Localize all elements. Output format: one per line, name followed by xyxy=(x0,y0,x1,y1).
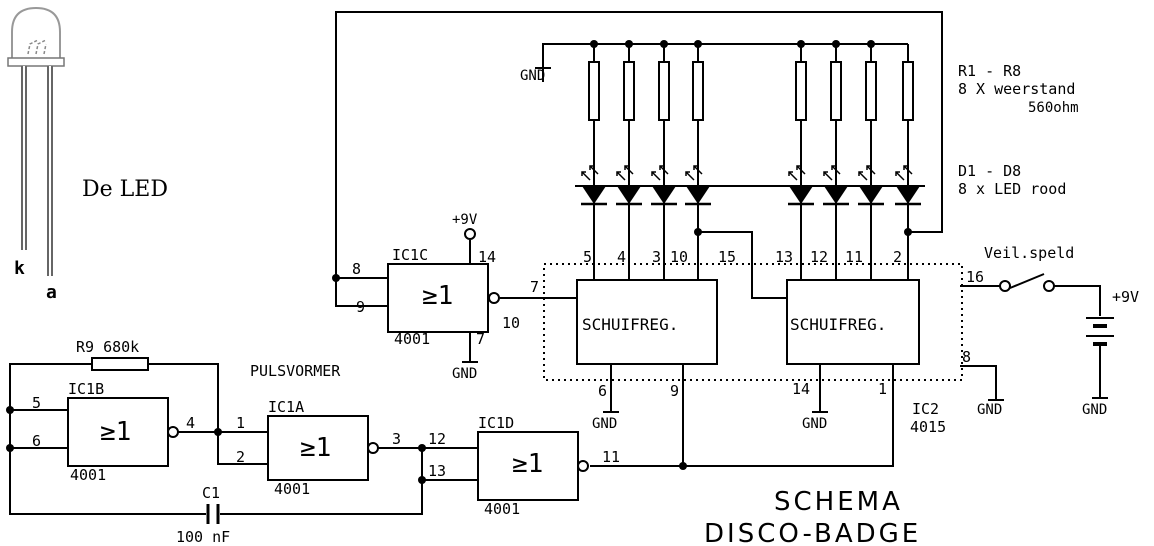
shift-register-2-label: SCHUIFREG. xyxy=(790,315,886,334)
pin-9: 9 xyxy=(670,382,679,400)
ic1c-symbol: ≥1 xyxy=(422,281,453,311)
gnd-label-ic1c: GND xyxy=(452,366,477,382)
resistors-line1: R1 - R8 xyxy=(958,62,1021,80)
gnd-symbol-resistors xyxy=(535,67,551,82)
pin-7: 7 xyxy=(530,278,539,296)
led-a-label: a xyxy=(46,282,57,303)
led-caption: De LED xyxy=(82,177,168,202)
led-bank xyxy=(575,164,925,214)
ic1b-pin-in2: 6 xyxy=(32,432,41,450)
leds-line1: D1 - D8 xyxy=(958,162,1021,180)
led-illustration xyxy=(7,6,65,276)
junction-dots xyxy=(6,40,912,484)
pin-3: 3 xyxy=(652,248,661,266)
pin-10: 10 xyxy=(670,248,688,266)
ic2-name: IC2 xyxy=(912,400,939,418)
gnd-label-pin8: GND xyxy=(977,402,1002,418)
ic1d-symbol: ≥1 xyxy=(512,449,543,479)
ic2-outline xyxy=(543,263,963,381)
ic2-type: 4015 xyxy=(910,418,946,436)
ic1a-type: 4001 xyxy=(274,480,310,498)
ic1d-pin-in2: 13 xyxy=(428,462,446,480)
pin-15: 15 xyxy=(718,248,736,266)
pin-1: 1 xyxy=(878,380,887,398)
ic1d-type: 4001 xyxy=(484,500,520,518)
ic1b-pin-out: 4 xyxy=(186,414,195,432)
shift-register-1 xyxy=(576,279,718,365)
gate-ic1c xyxy=(387,263,489,333)
battery-voltage: +9V xyxy=(1112,288,1139,306)
ic1a-pin-in2: 2 xyxy=(236,448,245,466)
ic1b-type: 4001 xyxy=(70,466,106,484)
gate-ic1d xyxy=(477,431,579,501)
title-line1: SCHEMA xyxy=(774,487,903,517)
ic1c-pin-in2: 9 xyxy=(356,298,365,316)
pin-13: 13 xyxy=(775,248,793,266)
ic1a-name: IC1A xyxy=(268,398,304,416)
resistor-bank xyxy=(588,61,914,121)
pulsvormer-label: PULSVORMER xyxy=(250,362,341,380)
ic1d-pin-in1: 12 xyxy=(428,430,446,448)
led-k-label: k xyxy=(14,258,25,279)
ic1d-pin-out: 11 xyxy=(602,448,620,466)
r9-label: R9 680k xyxy=(76,338,139,356)
shift-register-1-label: SCHUIFREG. xyxy=(582,315,678,334)
ic1b-symbol: ≥1 xyxy=(100,417,131,447)
gnd-label-sr1: GND xyxy=(592,416,617,432)
ic1c-pin-vcc: 14 xyxy=(478,248,496,266)
safety-pin-switch xyxy=(999,280,1055,292)
resistors-line2: 8 X weerstand xyxy=(958,80,1075,98)
pin-14: 14 xyxy=(792,380,810,398)
resistor-r9 xyxy=(91,357,149,371)
c1-value: 100 nF xyxy=(176,528,230,546)
pin-12: 12 xyxy=(810,248,828,266)
vcc-terminal xyxy=(464,228,476,240)
ic1c-type: 4001 xyxy=(394,330,430,348)
gnd-label-resistors: GND xyxy=(520,68,545,84)
vcc-gate-label: +9V xyxy=(452,212,478,228)
pin-2: 2 xyxy=(893,248,902,266)
ic1d-name: IC1D xyxy=(478,414,514,432)
c1-name: C1 xyxy=(202,484,220,502)
ic1a-symbol: ≥1 xyxy=(300,433,331,463)
pin-8: 8 xyxy=(962,348,971,366)
pin-11: 11 xyxy=(845,248,863,266)
capacitor-c1 xyxy=(206,504,220,524)
switch-label: Veil.speld xyxy=(984,244,1074,262)
pin-5: 5 xyxy=(583,248,592,266)
title-line2: DISCO-BADGE xyxy=(704,519,921,546)
shift-register-2 xyxy=(786,279,920,365)
ic1b-name: IC1B xyxy=(68,380,104,398)
leds-line2: 8 x LED rood xyxy=(958,180,1066,198)
gate-ic1b xyxy=(67,397,169,467)
battery-symbol xyxy=(1086,317,1114,350)
ic1c-pin-out: 10 xyxy=(502,314,520,332)
ic1a-pin-out: 3 xyxy=(392,430,401,448)
gnd-label-sr2: GND xyxy=(802,416,827,432)
ic1c-pin-gnd: 7 xyxy=(476,330,485,348)
gnd-label-battery: GND xyxy=(1082,402,1107,418)
ic1c-pin-in1: 8 xyxy=(352,260,361,278)
pin-6: 6 xyxy=(598,382,607,400)
pin-16: 16 xyxy=(966,268,984,286)
resistors-line3: 560ohm xyxy=(1028,100,1079,116)
gnd-symbols xyxy=(462,361,1108,413)
gate-ic1a xyxy=(267,415,369,481)
ic1a-pin-in1: 1 xyxy=(236,414,245,432)
ic1c-name: IC1C xyxy=(392,246,428,264)
pin-4: 4 xyxy=(617,248,626,266)
ic1b-pin-in1: 5 xyxy=(32,394,41,412)
